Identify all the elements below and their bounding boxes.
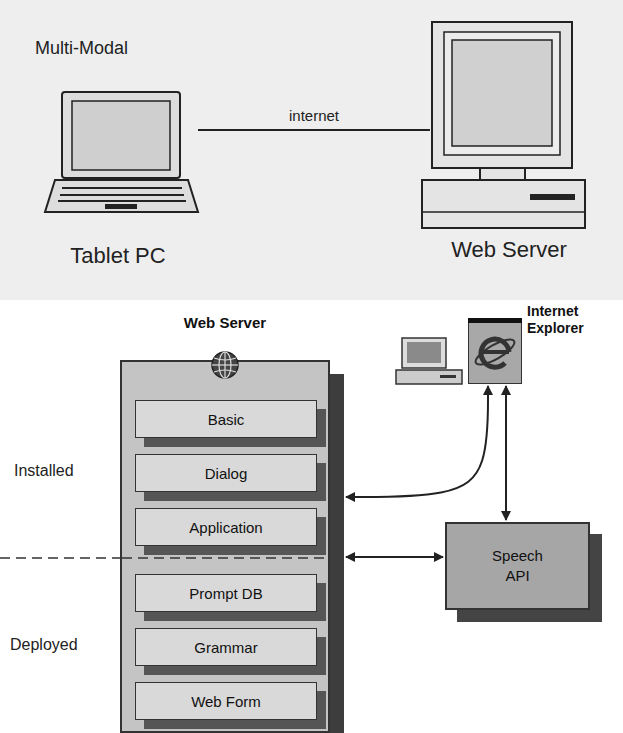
- logo-orbit: [472, 335, 517, 369]
- browser-bar: [468, 318, 522, 323]
- touchpad: [105, 204, 137, 209]
- connector: [198, 129, 430, 131]
- monitor-neck: [480, 168, 525, 180]
- globe-equator: [212, 364, 238, 365]
- browser-logo: [468, 318, 522, 369]
- module-box: Prompt DB: [135, 574, 317, 612]
- tier-divider: [0, 557, 120, 559]
- top-panel: [0, 0, 623, 300]
- laptop-base: [45, 180, 198, 212]
- logo-ring: [481, 339, 509, 367]
- system-unit: [396, 370, 462, 384]
- unit-line: [422, 211, 585, 213]
- computer-node: Tablet PC: [38, 85, 198, 268]
- connection-label: internet: [286, 107, 342, 124]
- tier-label: Installed: [14, 462, 74, 480]
- globe: [212, 352, 238, 378]
- node-text: Prompt DB: [189, 585, 262, 602]
- monitor-screen: [407, 342, 441, 363]
- computer-node: Web Server: [430, 18, 588, 262]
- keyboard-row: [62, 187, 182, 189]
- drive-slot: [530, 194, 575, 200]
- laptop-lid: [62, 92, 180, 178]
- connector: [505, 386, 507, 520]
- globe-latitude: [214, 358, 236, 372]
- tier-label: Deployed: [10, 636, 78, 654]
- keyboard-row: [60, 194, 184, 196]
- module-box: Web Form: [135, 682, 317, 720]
- module-box: Basic: [135, 400, 317, 438]
- api-box: Speech API: [445, 522, 590, 610]
- server-stack: Web ServerBasicDialogApplicationPrompt D…: [120, 360, 330, 733]
- globe-meridian: [224, 352, 225, 378]
- keyboard-row: [58, 200, 186, 202]
- tier-label: Multi-Modal: [35, 38, 128, 59]
- connector: [346, 386, 488, 497]
- globe-meridian: [219, 352, 231, 378]
- node-text: Application: [189, 519, 262, 536]
- node-text: Tablet PC: [70, 243, 165, 268]
- module-box: Grammar: [135, 628, 317, 666]
- monitor: [402, 338, 446, 368]
- browser-icon: Internet Explorer: [468, 318, 522, 384]
- node-text: Web Server: [122, 314, 328, 332]
- monitor: [432, 22, 572, 168]
- client-computer: [396, 338, 462, 384]
- connector: [346, 556, 443, 558]
- node-text: Speech API: [488, 546, 548, 587]
- monitor-bezel: [444, 32, 560, 155]
- node-text: Basic: [208, 411, 245, 428]
- desktop-illustration: [422, 22, 585, 228]
- globe-icon: [212, 352, 238, 378]
- tier-divider: [122, 557, 328, 559]
- module-box: Dialog: [135, 454, 317, 492]
- node-text: Dialog: [205, 465, 248, 482]
- drive-slot: [440, 375, 456, 378]
- node-text: Web Form: [191, 693, 261, 710]
- monitor-screen: [452, 40, 552, 146]
- module-box: Application: [135, 508, 317, 546]
- system-unit: [422, 180, 585, 228]
- laptop-screen: [72, 101, 170, 170]
- node-text: Internet Explorer: [527, 303, 619, 337]
- node-text: Web Server: [451, 237, 567, 262]
- node-text: Grammar: [194, 639, 257, 656]
- laptop-illustration: [45, 92, 198, 212]
- logo-bar: [482, 350, 509, 354]
